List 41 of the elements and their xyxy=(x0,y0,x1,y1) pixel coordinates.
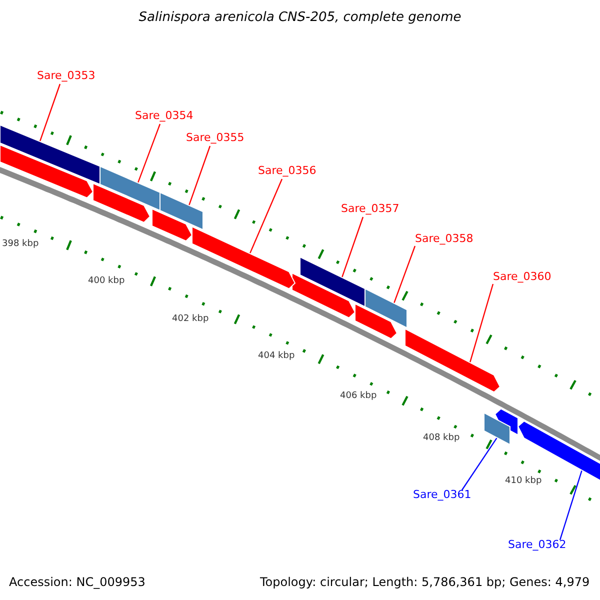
leader-line xyxy=(462,437,498,490)
gene-bar xyxy=(160,192,204,230)
gene-bar xyxy=(364,288,408,329)
scale-label: 400 kbp xyxy=(88,277,125,286)
gene-bar xyxy=(0,124,100,186)
leader-line xyxy=(341,216,364,278)
scale-label: 408 kbp xyxy=(423,434,460,443)
gene-bar xyxy=(292,272,356,318)
gene-bar xyxy=(484,412,510,446)
gene-label: Sare_0354 xyxy=(135,110,194,121)
title: Salinispora arenicola CNS-205, complete genome xyxy=(138,11,462,24)
genome-info-text: Topology: circular; Length: 5,786,361 bp; Genes: 4,979 xyxy=(260,576,590,588)
scale-label: 406 kbp xyxy=(340,392,377,401)
gene-label: Sare_0358 xyxy=(415,233,474,244)
gene-bar xyxy=(92,182,151,223)
leader-line xyxy=(137,124,161,183)
gene-label: Sare_0353 xyxy=(37,70,96,81)
gene-bar xyxy=(192,226,296,290)
gene-bar xyxy=(152,208,193,242)
scale-label: 410 kbp xyxy=(505,477,542,486)
gene-label: Sare_0355 xyxy=(186,132,244,143)
accession-text: Accession: NC_009953 xyxy=(9,576,146,588)
leader-line xyxy=(39,84,61,142)
gene-label: Sare_0356 xyxy=(258,165,316,176)
scale-label: 398 kbp xyxy=(2,240,39,249)
leader-line xyxy=(188,146,211,206)
leader-line xyxy=(469,284,494,363)
gene-label: Sare_0360 xyxy=(493,271,552,282)
gene-label: Sare_0362 xyxy=(508,539,566,550)
leader-line xyxy=(559,470,583,540)
leader-line xyxy=(393,246,416,304)
gene-label: Sare_0361 xyxy=(413,489,472,500)
gene-bar xyxy=(100,166,160,212)
scale-label: 402 kbp xyxy=(172,315,209,324)
gene-bar xyxy=(300,256,366,308)
gene-label: Sare_0357 xyxy=(341,203,400,214)
gene-bar xyxy=(0,144,94,198)
gene-bar xyxy=(404,328,501,393)
gene-bar xyxy=(354,303,398,340)
scale-label: 404 kbp xyxy=(258,352,295,361)
leader-line xyxy=(249,178,283,254)
